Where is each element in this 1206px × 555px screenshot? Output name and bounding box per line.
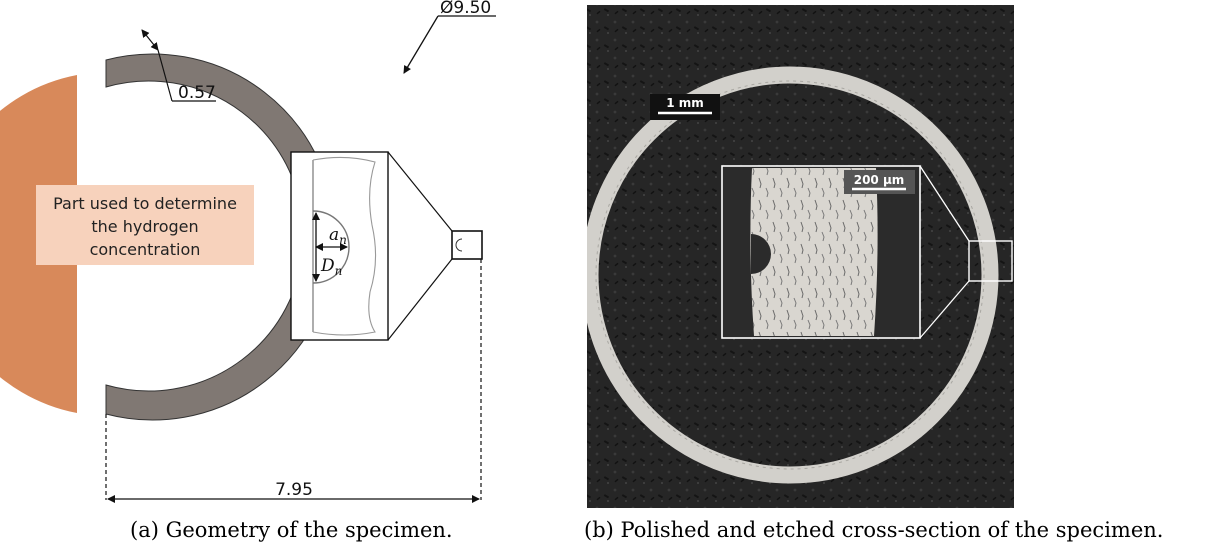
micrograph-notch-box [968,240,1013,282]
micrograph-notch [751,234,771,274]
notch-region-box [451,230,483,260]
scale-bar-main-label: 1 mm [666,96,704,110]
panel-b-micrograph: 1 mm 200 µm [587,5,1014,508]
part-label-line-3: concentration [90,240,201,259]
part-label-line-1: Part used to determine [53,194,237,213]
diameter-leader [403,15,439,74]
caption-panel-a: (a) Geometry of the specimen. [130,518,453,542]
specimen-ring [105,53,336,421]
notch-depth-label: an [329,225,347,247]
notch-on-ring [455,238,463,252]
diameter-dimension: Ø9.50 [440,0,491,18]
panel-a-geometry: Part used to determine the hydrogen conc… [0,0,496,503]
zoom-line-bottom [387,258,453,341]
notch-width-label: Dn [320,256,342,278]
zoom-line-top [387,151,453,232]
caption-panel-b: (b) Polished and etched cross-section of… [584,518,1164,542]
part-label-box [36,185,254,265]
thickness-arrow [141,29,159,51]
thickness-leader [157,49,173,102]
micrograph-zoom-top [919,165,970,242]
micrograph-inset: 200 µm [721,165,921,339]
micrograph-zoom-bottom [919,280,970,339]
scale-bar-main-box [650,94,720,120]
width-dimension: 7.95 [275,480,313,500]
thickness-dimension: 0.57 [178,83,216,103]
notch-detail-inset: an Dn [290,151,389,341]
scale-bar-inset-label: 200 µm [854,173,905,187]
notch-profile [312,210,350,284]
micrograph-ring [587,66,999,484]
part-label-line-2: the hydrogen [91,217,198,236]
